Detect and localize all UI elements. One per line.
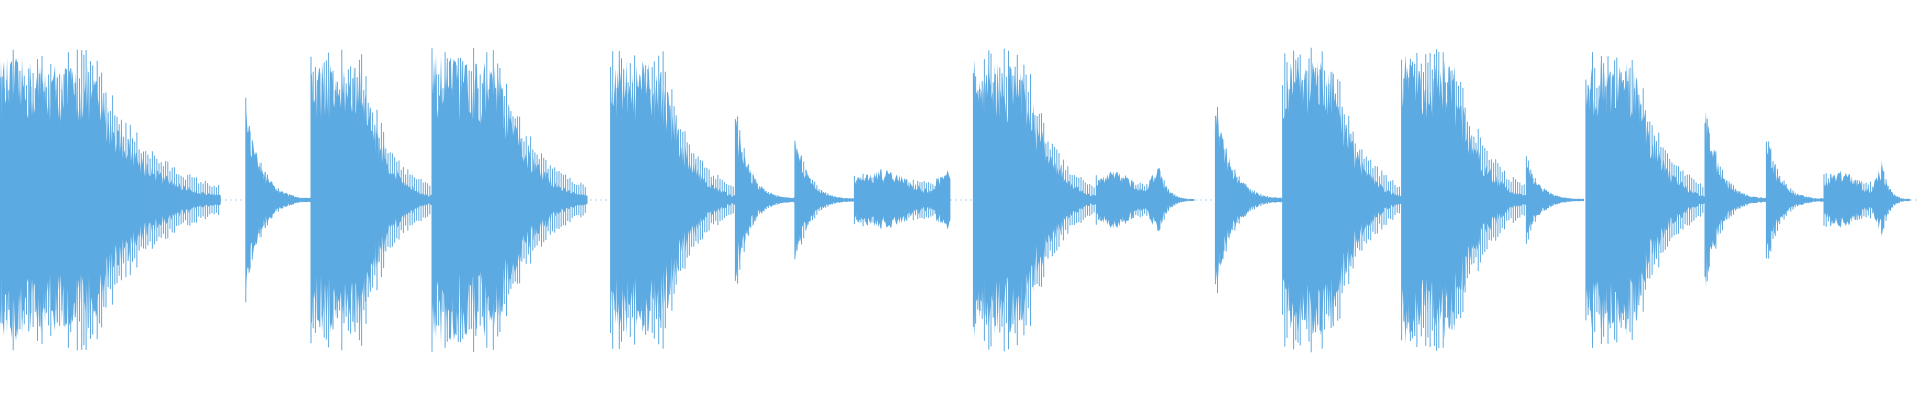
waveform-clip — [310, 49, 432, 351]
waveform-clip — [610, 51, 736, 349]
waveform-clip — [1401, 49, 1527, 351]
waveform-clip — [1704, 110, 1767, 288]
waveform-clip — [794, 140, 855, 260]
waveform-clip — [431, 47, 588, 353]
waveform-clip — [1282, 47, 1402, 353]
waveform-clip — [1157, 168, 1195, 231]
waveform-clip — [1095, 167, 1158, 232]
waveform-clip — [734, 116, 795, 284]
waveform-clip-body — [1881, 159, 1911, 238]
waveform-clip-body — [610, 59, 736, 338]
waveform-clip — [1214, 106, 1283, 294]
waveform-clip-body — [1215, 108, 1283, 286]
waveform-clip — [1585, 52, 1705, 348]
waveform-clip-body — [794, 142, 855, 258]
waveform-clips — [0, 47, 1911, 353]
waveform-clip — [1765, 141, 1824, 259]
waveform-clip — [972, 48, 1097, 352]
waveform-clip — [1525, 156, 1584, 244]
waveform-clip — [1823, 170, 1882, 229]
waveform-clip-body — [432, 54, 588, 345]
waveform-clip — [0, 49, 221, 351]
waveform-clip-body — [1401, 54, 1527, 344]
waveform-clip — [853, 169, 951, 230]
waveform-clip — [245, 97, 311, 303]
waveform-clip-body — [735, 120, 795, 278]
waveform-clip — [1881, 159, 1911, 238]
waveform-clip-body — [1157, 168, 1195, 231]
waveform-clip-body — [311, 62, 432, 333]
